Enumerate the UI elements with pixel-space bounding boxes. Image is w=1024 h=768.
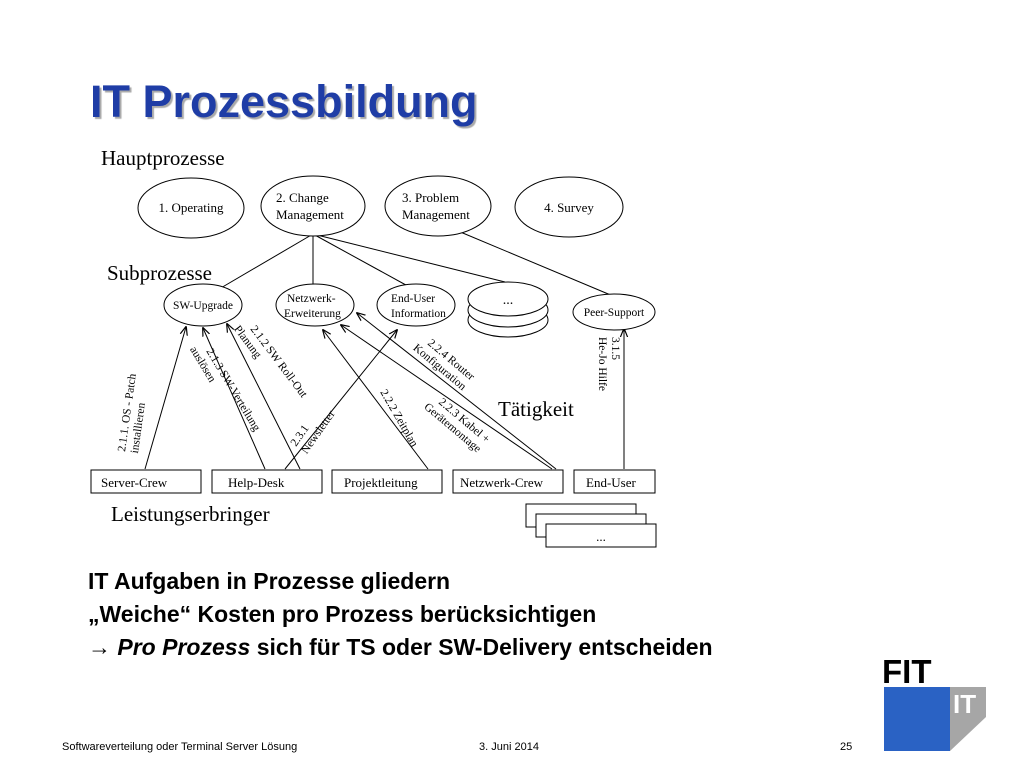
activity-newsletter: 2.3.1 Newsletter — [289, 408, 338, 456]
label-hauptprozesse: Hauptprozesse — [101, 146, 225, 170]
provider-label: ... — [596, 529, 606, 544]
footer-page-number: 25 — [840, 741, 853, 753]
activity-he-jo-hilfe: 3.1.5 He-Jo Hilfe — [596, 337, 621, 391]
main-process-label: Management — [276, 207, 344, 222]
body-line-3: → Pro Prozess sich für TS oder SW-Delive… — [88, 631, 713, 664]
main-process-problem-management: 3. Problem Management — [384, 175, 492, 237]
main-process-change-management: 2. Change Management — [260, 175, 366, 237]
fit-it-logo: FIT IT — [882, 655, 986, 751]
sub-process-label: Peer-Support — [584, 307, 645, 319]
provider-server-crew: Server-Crew — [90, 469, 202, 494]
logo-gray-corner — [950, 717, 986, 751]
hierarchy-lines — [213, 230, 614, 297]
main-process-label: 1. Operating — [159, 200, 224, 215]
provider-label: Help-Desk — [228, 475, 285, 490]
main-process-label: 3. Problem — [402, 190, 459, 205]
slide-body: IT Aufgaben in Prozesse gliedern „Weiche… — [88, 565, 713, 664]
body-line-3-text: sich für TS oder SW-Delivery entscheiden — [250, 634, 713, 660]
activity-arrows — [144, 313, 624, 470]
logo-text-top: FIT — [882, 655, 931, 690]
sub-process-label: End-User — [391, 293, 435, 305]
label-taetigkeit: Tätigkeit — [498, 397, 574, 421]
main-process-label: 4. Survey — [544, 200, 594, 215]
body-line-3-emphasis: Pro Prozess — [117, 634, 251, 660]
label-subprozesse: Subprozesse — [107, 261, 212, 285]
sub-process-label: ... — [503, 293, 514, 308]
provider-label: Server-Crew — [101, 475, 168, 490]
main-process-survey: 4. Survey — [514, 176, 624, 238]
main-process-label: Management — [402, 207, 470, 222]
logo-gray-block — [950, 687, 986, 717]
body-line-1: IT Aufgaben in Prozesse gliedern — [88, 568, 451, 594]
sub-process-label: SW-Upgrade — [173, 300, 233, 312]
body-line-2: „Weiche“ Kosten pro Prozess berücksichti… — [88, 601, 597, 627]
footer-left: Softwareverteilung oder Terminal Server … — [62, 741, 298, 753]
activity-label: He-Jo Hilfe — [596, 337, 608, 391]
activity-kabel-montage: 2.2.3 Kabel + Gerätemontage — [422, 396, 492, 455]
provider-end-user: End-User — [573, 469, 656, 494]
sub-process-label: Netzwerk- — [287, 293, 336, 305]
activity-os-patch: 2.1.1. OS - Patch installieren — [116, 373, 148, 455]
provider-label: Projektleitung — [344, 475, 418, 490]
provider-netzwerk-crew: Netzwerk-Crew — [452, 469, 564, 494]
label-leistungserbringer: Leistungserbringer — [111, 502, 270, 526]
sub-process-label: Information — [391, 308, 446, 320]
sub-process-sw-upgrade: SW-Upgrade — [163, 283, 243, 327]
provider-label: End-User — [586, 475, 636, 490]
slide-title: IT Prozessbildung — [90, 76, 478, 127]
activity-label: 3.1.5 — [609, 337, 621, 360]
footer-date: 3. Juni 2014 — [479, 741, 539, 753]
activity-label: 2.1.2 SW Roll-Out — [248, 324, 310, 401]
provider-projektleitung: Projektleitung — [331, 469, 443, 494]
logo-blue-block — [884, 687, 950, 751]
arrow-icon: → — [88, 634, 111, 660]
sub-process-label: Erweiterung — [284, 308, 341, 320]
main-process-label: 2. Change — [276, 190, 329, 205]
sub-process-more-stack: ... — [467, 281, 549, 338]
sub-process-peer-support: Peer-Support — [572, 293, 656, 331]
sub-process-end-user-information: End-User Information — [376, 283, 456, 327]
provider-more-stack: ... — [525, 503, 657, 548]
activity-zeitplan: 2.2.2 Zeitplan — [377, 388, 420, 450]
logo-text-bottom: IT — [953, 689, 976, 719]
provider-help-desk: Help-Desk — [211, 469, 323, 494]
activity-label: 2.2.2 Zeitplan — [377, 388, 420, 450]
sub-process-netzwerk-erweiterung: Netzwerk- Erweiterung — [275, 283, 355, 327]
main-process-operating: 1. Operating — [137, 177, 245, 239]
provider-label: Netzwerk-Crew — [460, 475, 544, 490]
